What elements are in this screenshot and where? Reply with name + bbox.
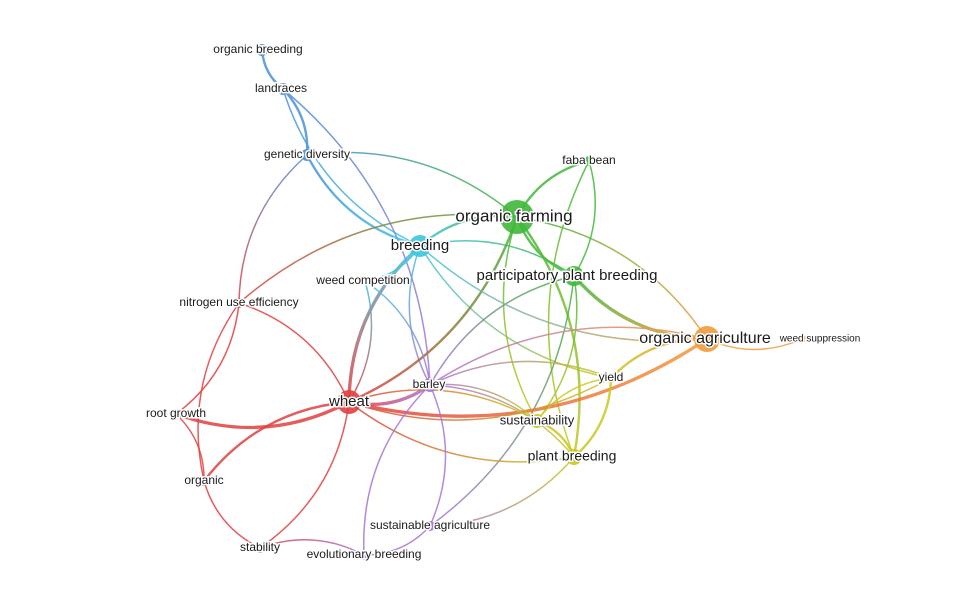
link-plant-breeding-sustainable-agriculture (429, 456, 575, 527)
node-plant-breeding[interactable] (566, 449, 582, 465)
label-wheat: wheat (328, 393, 370, 410)
link-wheat-weed-competition (348, 280, 373, 403)
link-breeding-yield (419, 245, 612, 379)
link-weed-competition-barley (364, 280, 431, 386)
link-organic-agriculture-barley (429, 326, 708, 386)
link-root-growth-organic (175, 413, 205, 482)
node-landraces[interactable] (277, 83, 289, 95)
label-organic-agriculture: organic agriculture (639, 330, 771, 347)
link-sustainable-agriculture-barley (429, 384, 447, 527)
labels-layer: organic breeding landraces genetic diversi… (144, 41, 861, 563)
node-yield[interactable] (606, 373, 616, 383)
label-stability: stability (240, 540, 280, 554)
link-yield-barley (429, 360, 612, 386)
label-sustainable-agriculture: sustainable agriculture (370, 518, 490, 532)
link-participatory-plant-breeding-organic-agriculture (572, 274, 709, 341)
link-stability-evolutionary-breeding (259, 539, 365, 556)
label-sustainability: sustainability (500, 412, 575, 427)
link-wheat-nitrogen-use-efficiency (238, 302, 350, 403)
link-evolutionary-breeding-sustainable-agriculture (363, 525, 431, 556)
link-plant-breeding-wheat (348, 401, 575, 463)
link-genetic-diversity-nitrogen-use-efficiency (238, 154, 308, 304)
node-genetic-diversity[interactable] (301, 149, 313, 161)
link-genetic-diversity-breeding (305, 153, 422, 248)
link-nitrogen-use-efficiency-root-growth (175, 302, 240, 415)
link-yield-wheat (348, 377, 612, 421)
label-yield: yield (599, 370, 624, 384)
node-evolutionary-breeding[interactable] (359, 550, 369, 560)
link-landraces-breeding (282, 88, 421, 247)
link-plant-breeding-barley (429, 384, 575, 458)
link-breeding-participatory-plant-breeding (419, 240, 575, 277)
node-nitrogen-use-efficiency[interactable] (234, 298, 244, 308)
node-organic-breeding[interactable] (256, 44, 268, 56)
link-nitrogen-use-efficiency-organic (197, 302, 240, 482)
link-organic-farming-nitrogen-use-efficiency (238, 213, 518, 304)
label-landraces: landraces (255, 81, 307, 95)
nodes-layer (171, 44, 806, 560)
label-weed-competition: weed competition (315, 273, 409, 287)
node-barley[interactable] (423, 378, 437, 392)
link-organic-farming-wheat (347, 215, 519, 404)
link-participatory-plant-breeding-barley (429, 275, 575, 386)
node-breeding[interactable] (409, 235, 431, 257)
label-faba-bean: faba bean (562, 153, 615, 167)
label-organic: organic (184, 473, 223, 487)
label-root-growth: root growth (146, 406, 206, 420)
link-breeding-wheat (347, 244, 422, 404)
node-sustainable-agriculture[interactable] (425, 521, 435, 531)
link-landraces-genetic-diversity (281, 87, 309, 157)
link-organic-agriculture-breeding (419, 245, 708, 342)
node-organic-agriculture[interactable] (694, 326, 720, 352)
node-wheat[interactable] (337, 390, 361, 414)
link-wheat-organic (202, 400, 351, 483)
label-organic-farming: organic farming (455, 206, 572, 225)
node-organic[interactable] (199, 476, 209, 486)
link-yield-plant-breeding (572, 376, 613, 459)
label-evolutionary-breeding: evolutionary breeding (307, 547, 422, 561)
link-sustainability-barley (429, 383, 538, 422)
label-barley: barley (413, 377, 446, 391)
label-genetic-diversity: genetic diversity (264, 147, 350, 161)
link-organic-farming-sustainability (502, 216, 538, 422)
link-wheat-sustainability (348, 388, 538, 422)
node-faba-bean[interactable] (584, 156, 594, 166)
link-landraces-barley (282, 88, 431, 386)
link-yield-sustainability (536, 377, 612, 422)
link-faba-bean-plant-breeding (547, 160, 590, 458)
link-wheat-stability (259, 401, 350, 549)
node-participatory-plant-breeding[interactable] (564, 266, 584, 286)
link-evolutionary-breeding-barley (363, 384, 431, 556)
label-organic-breeding: organic breeding (213, 42, 302, 56)
node-organic-farming[interactable] (500, 200, 534, 234)
link-faba-bean-participatory-plant-breeding (573, 160, 596, 277)
node-weed-competition[interactable] (361, 277, 369, 285)
link-organic-farming-organic-agriculture (516, 216, 708, 340)
label-breeding: breeding (391, 237, 449, 254)
node-sustainability[interactable] (530, 414, 544, 428)
node-weed-suppression[interactable] (798, 335, 806, 343)
node-stability[interactable] (255, 543, 265, 553)
label-nitrogen-use-efficiency: nitrogen use efficiency (179, 295, 298, 309)
link-genetic-diversity-organic-farming (306, 151, 518, 218)
links-layer (174, 48, 803, 556)
label-participatory-plant-breeding: participatory plant breeding (477, 267, 658, 284)
link-organic-stability (203, 480, 261, 549)
link-breeding-barley (408, 245, 431, 386)
node-root-growth[interactable] (171, 409, 181, 419)
label-weed-suppression: weed suppression (779, 334, 861, 345)
label-plant-breeding: plant breeding (528, 448, 617, 464)
